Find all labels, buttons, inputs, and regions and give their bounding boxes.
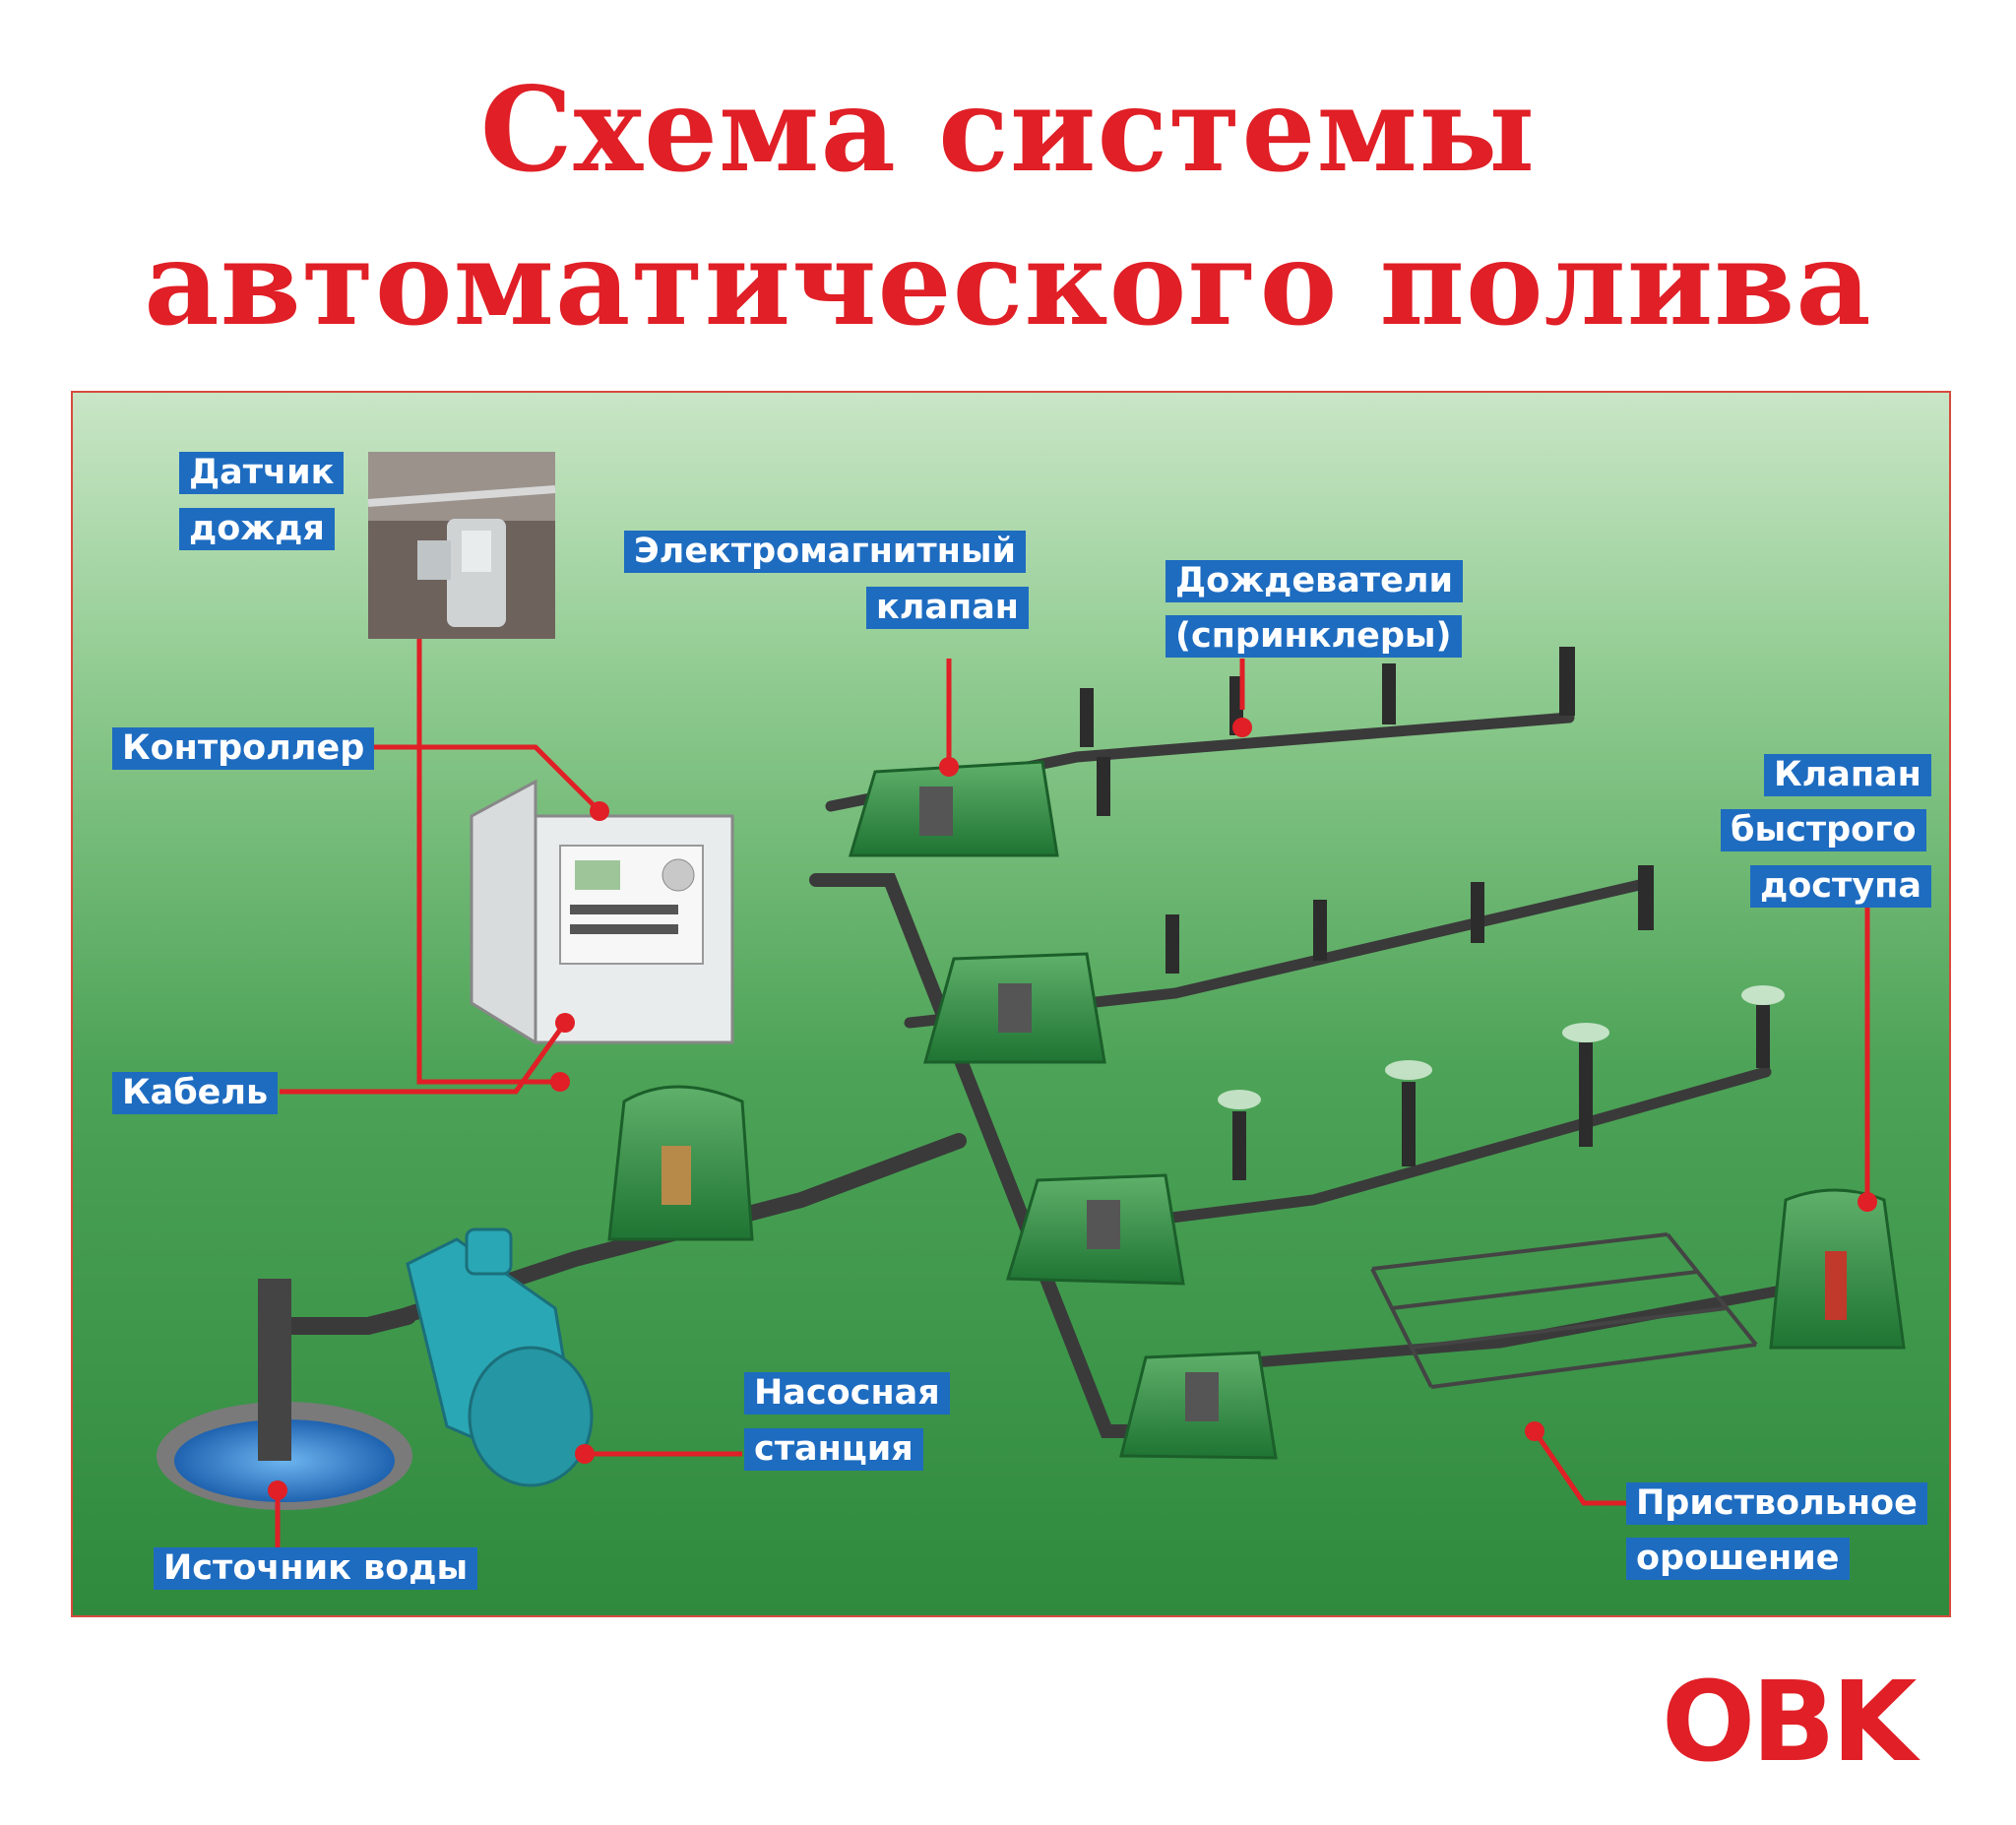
label-quick-valve-1: Клапан	[1764, 754, 1931, 796]
label-controller: Контроллер	[112, 727, 375, 770]
title-line-2: автоматического полива	[144, 215, 1872, 351]
label-sprinklers-2: (спринклеры)	[1166, 615, 1462, 658]
label-water-source: Источник воды	[154, 1547, 478, 1590]
diagram-illustration	[73, 393, 1949, 1615]
drip-grid	[1370, 1232, 1758, 1389]
label-rain-sensor-1: Датчик	[179, 452, 345, 494]
label-cable: Кабель	[112, 1072, 279, 1114]
label-sprinklers-1: Дождеватели	[1166, 560, 1463, 602]
irrigation-diagram: Датчик дождя Электромагнитный клапан Дож…	[71, 391, 1951, 1617]
label-solenoid-valve-1: Электромагнитный	[624, 531, 1027, 573]
controller-box	[470, 779, 734, 1045]
label-quick-valve-2: быстрого	[1721, 809, 1926, 851]
spray-mists	[1218, 985, 1785, 1109]
label-quick-valve-3: доступа	[1750, 865, 1931, 908]
leader-dots	[268, 718, 1877, 1500]
label-pump-station-2: станция	[744, 1428, 923, 1471]
leader-lines	[275, 639, 1870, 1549]
water-well	[157, 1279, 412, 1510]
label-pump-station-1: Насосная	[744, 1372, 950, 1415]
pump-station	[406, 1227, 594, 1487]
rain-sensor-photo	[367, 452, 556, 639]
title-line-1: Схема системы	[479, 61, 1537, 198]
label-rain-sensor-2: дождя	[179, 508, 335, 550]
sprinkler-heads	[1080, 647, 1770, 1180]
quick-access-valve	[1769, 1188, 1906, 1350]
label-trunk-irrigation-2: орошение	[1626, 1538, 1850, 1580]
label-trunk-irrigation-1: Приствольное	[1626, 1482, 1927, 1525]
label-solenoid-valve-2: клапан	[866, 587, 1029, 629]
valve-internals	[662, 787, 1219, 1421]
brand-logo: OBK	[1662, 1659, 1917, 1787]
